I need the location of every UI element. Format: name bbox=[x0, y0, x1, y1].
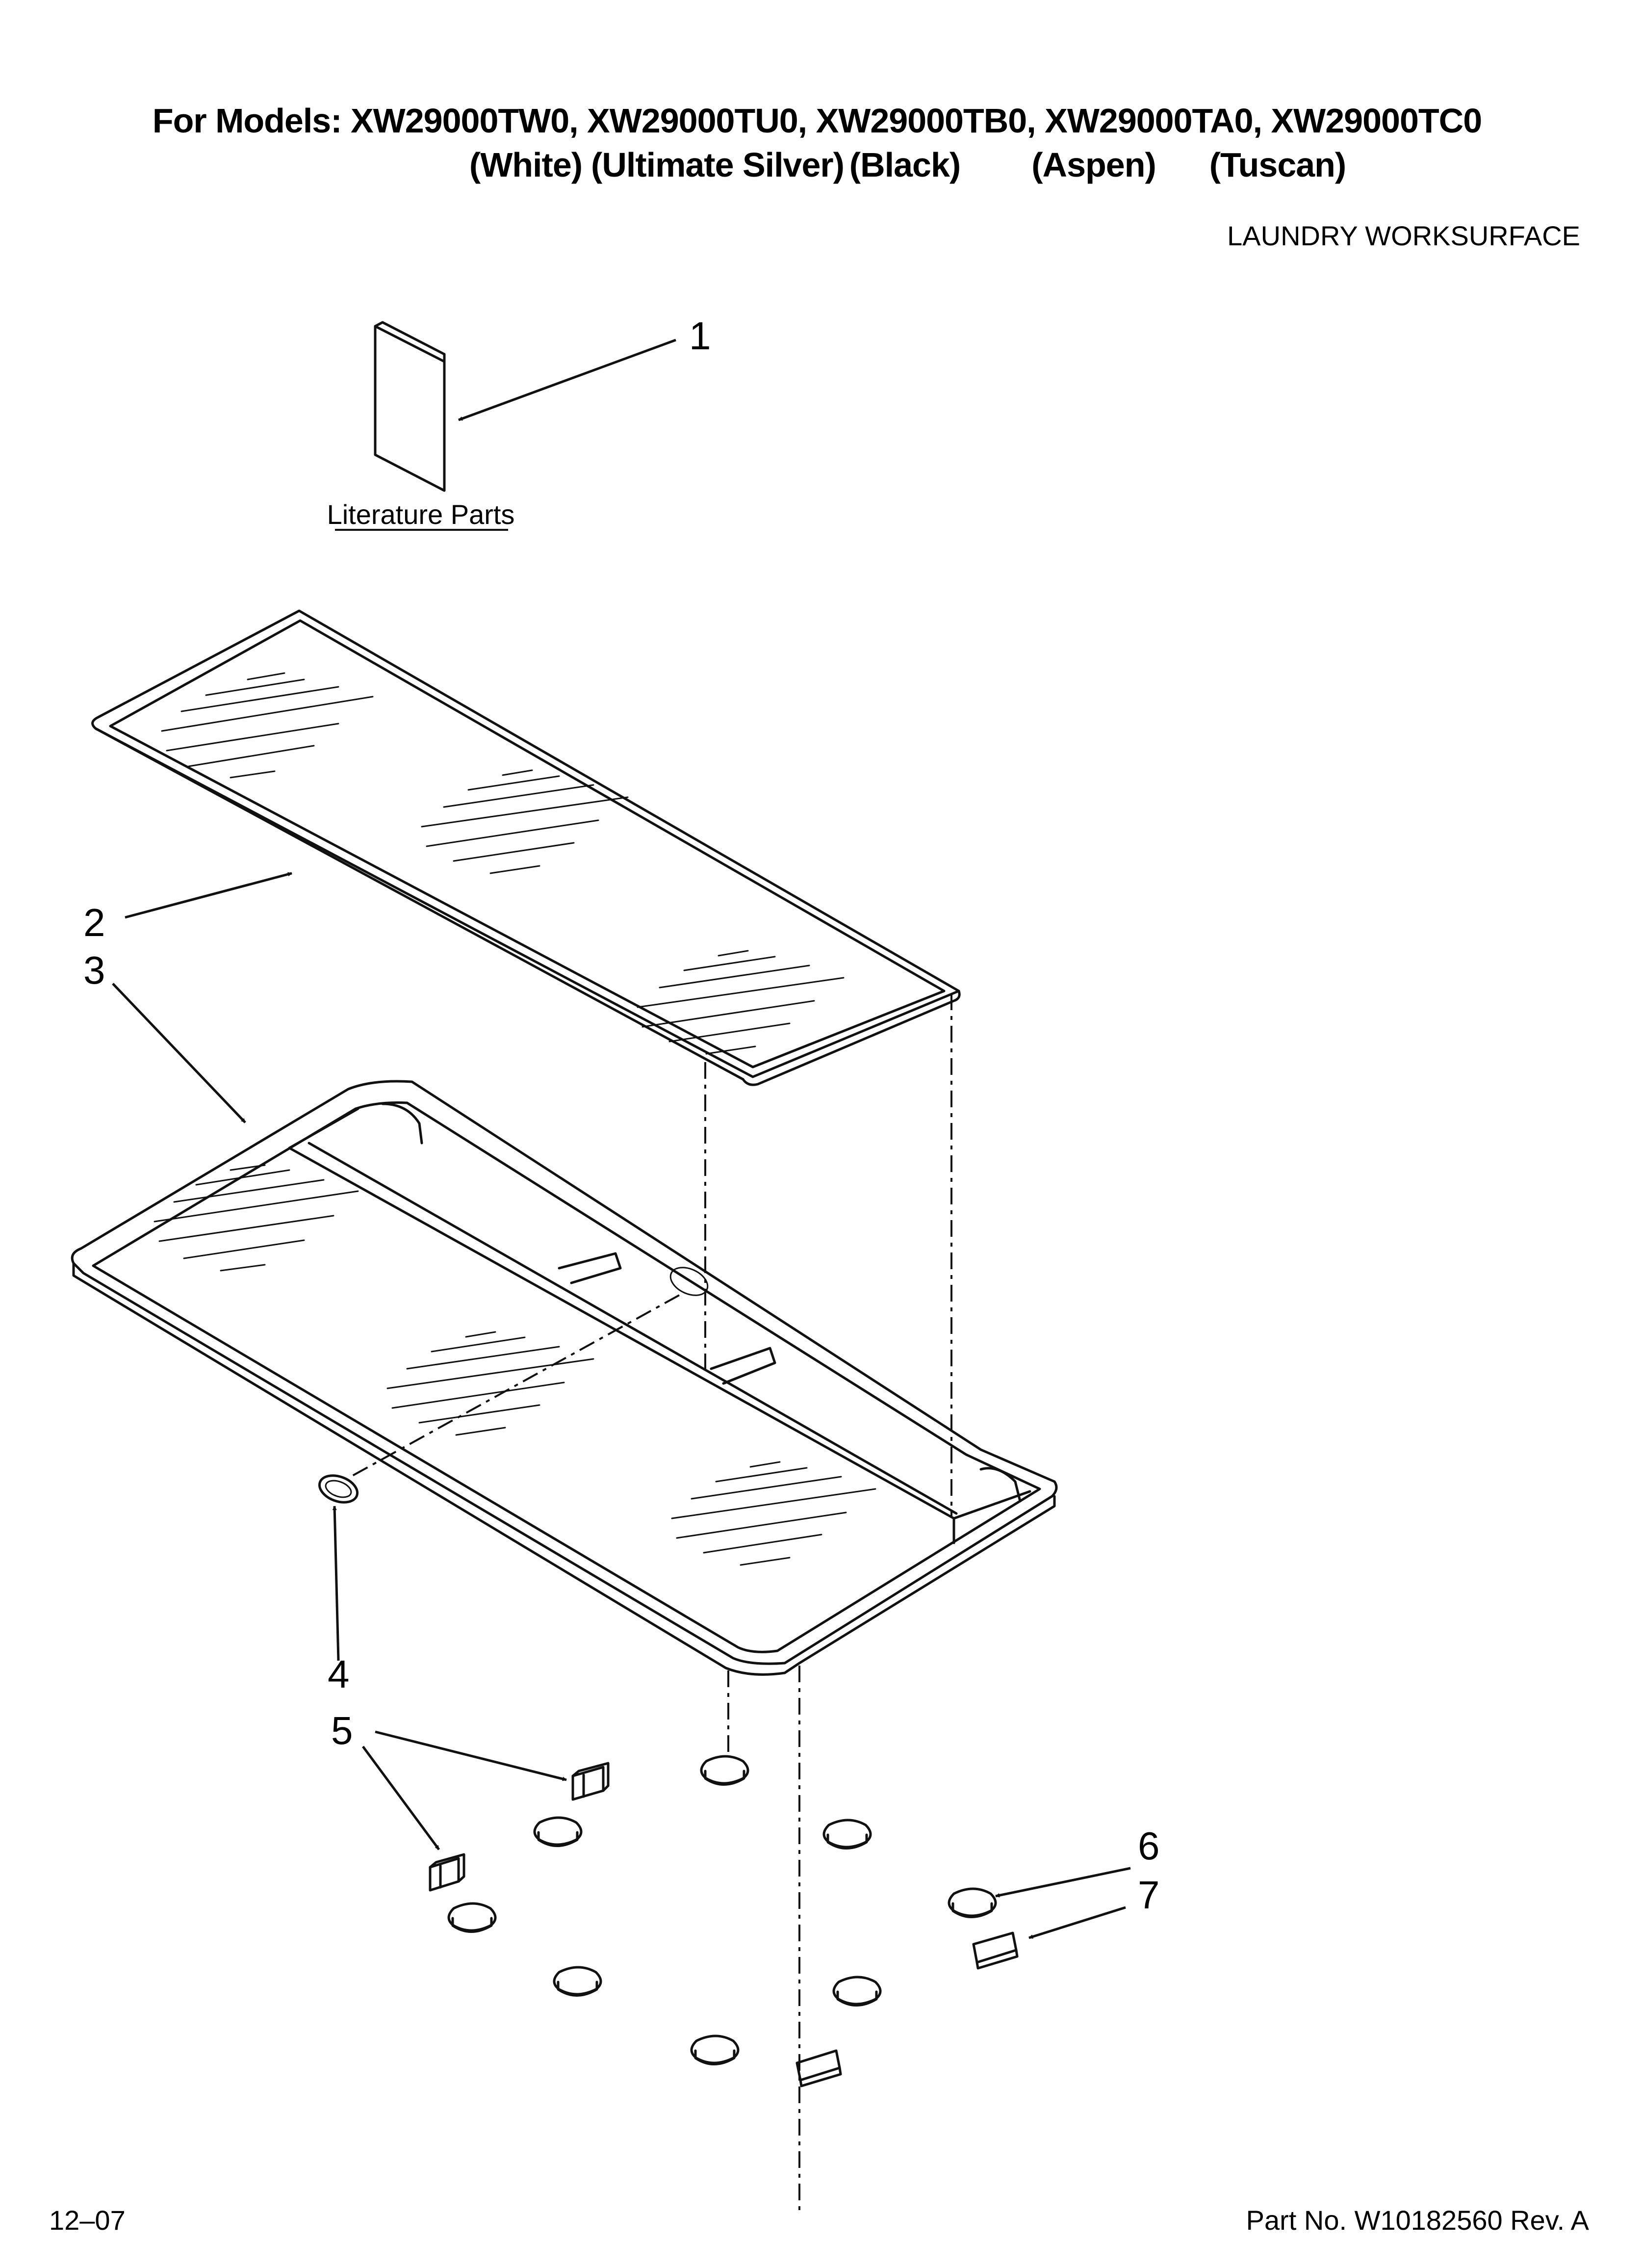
glass-reflection-hatch bbox=[161, 672, 845, 1055]
glass-top-panel bbox=[91, 609, 961, 1086]
section-title: LAUNDRY WORKSURFACE bbox=[1227, 220, 1580, 251]
foot-pad bbox=[700, 1755, 749, 1786]
worksurface-tray bbox=[71, 1080, 1058, 1676]
leader-7 bbox=[1028, 1906, 1126, 1939]
leader-1 bbox=[458, 339, 676, 421]
foot-pad bbox=[948, 1887, 997, 1918]
leader-4 bbox=[332, 1506, 340, 1661]
footer-date: 12–07 bbox=[49, 2205, 126, 2236]
models-line: For Models: XW29000TW0, XW29000TU0, XW29… bbox=[153, 102, 1482, 140]
alignment-line-e bbox=[350, 1294, 680, 1478]
color-aspen: (Aspen) bbox=[1031, 146, 1156, 184]
foot-pad bbox=[832, 1976, 882, 2007]
literature-booklet-icon bbox=[374, 321, 446, 492]
grommet-hole bbox=[669, 1267, 709, 1296]
foot-pad bbox=[822, 1819, 872, 1850]
callout-1: 1 bbox=[689, 314, 711, 358]
literature-label: Literature Parts bbox=[327, 499, 515, 530]
rect-pad-a bbox=[972, 1931, 1019, 1970]
foot-pad bbox=[533, 1816, 583, 1847]
foot-pad bbox=[447, 1902, 497, 1933]
callout-5: 5 bbox=[331, 1709, 353, 1752]
callout-6: 6 bbox=[1138, 1824, 1160, 1868]
leader-5a bbox=[375, 1730, 567, 1781]
rect-pad-b bbox=[795, 2049, 842, 2087]
callout-7: 7 bbox=[1138, 1873, 1160, 1917]
footer-part-number: Part No. W10182560 Rev. A bbox=[1246, 2205, 1590, 2236]
grommet-part bbox=[318, 1474, 359, 1504]
callout-3: 3 bbox=[83, 948, 105, 992]
clip-part-a bbox=[571, 1762, 610, 1801]
leader-6 bbox=[995, 1867, 1131, 1898]
callout-2: 2 bbox=[83, 901, 105, 944]
color-tuscan: (Tuscan) bbox=[1209, 146, 1346, 184]
tray-reflection-hatch bbox=[154, 1164, 876, 1566]
clip-part-b bbox=[429, 1853, 465, 1892]
leader-5b bbox=[361, 1746, 440, 1851]
color-ultimate-silver: (Ultimate Silver) bbox=[591, 146, 844, 184]
leader-3 bbox=[112, 983, 246, 1123]
color-black: (Black) bbox=[849, 146, 960, 184]
color-white: (White) bbox=[469, 146, 582, 184]
foot-pads bbox=[447, 1755, 997, 2065]
callout-4: 4 bbox=[328, 1652, 350, 1696]
leader-2 bbox=[125, 872, 292, 919]
foot-pad bbox=[690, 2034, 740, 2065]
foot-pad bbox=[553, 1966, 602, 1997]
